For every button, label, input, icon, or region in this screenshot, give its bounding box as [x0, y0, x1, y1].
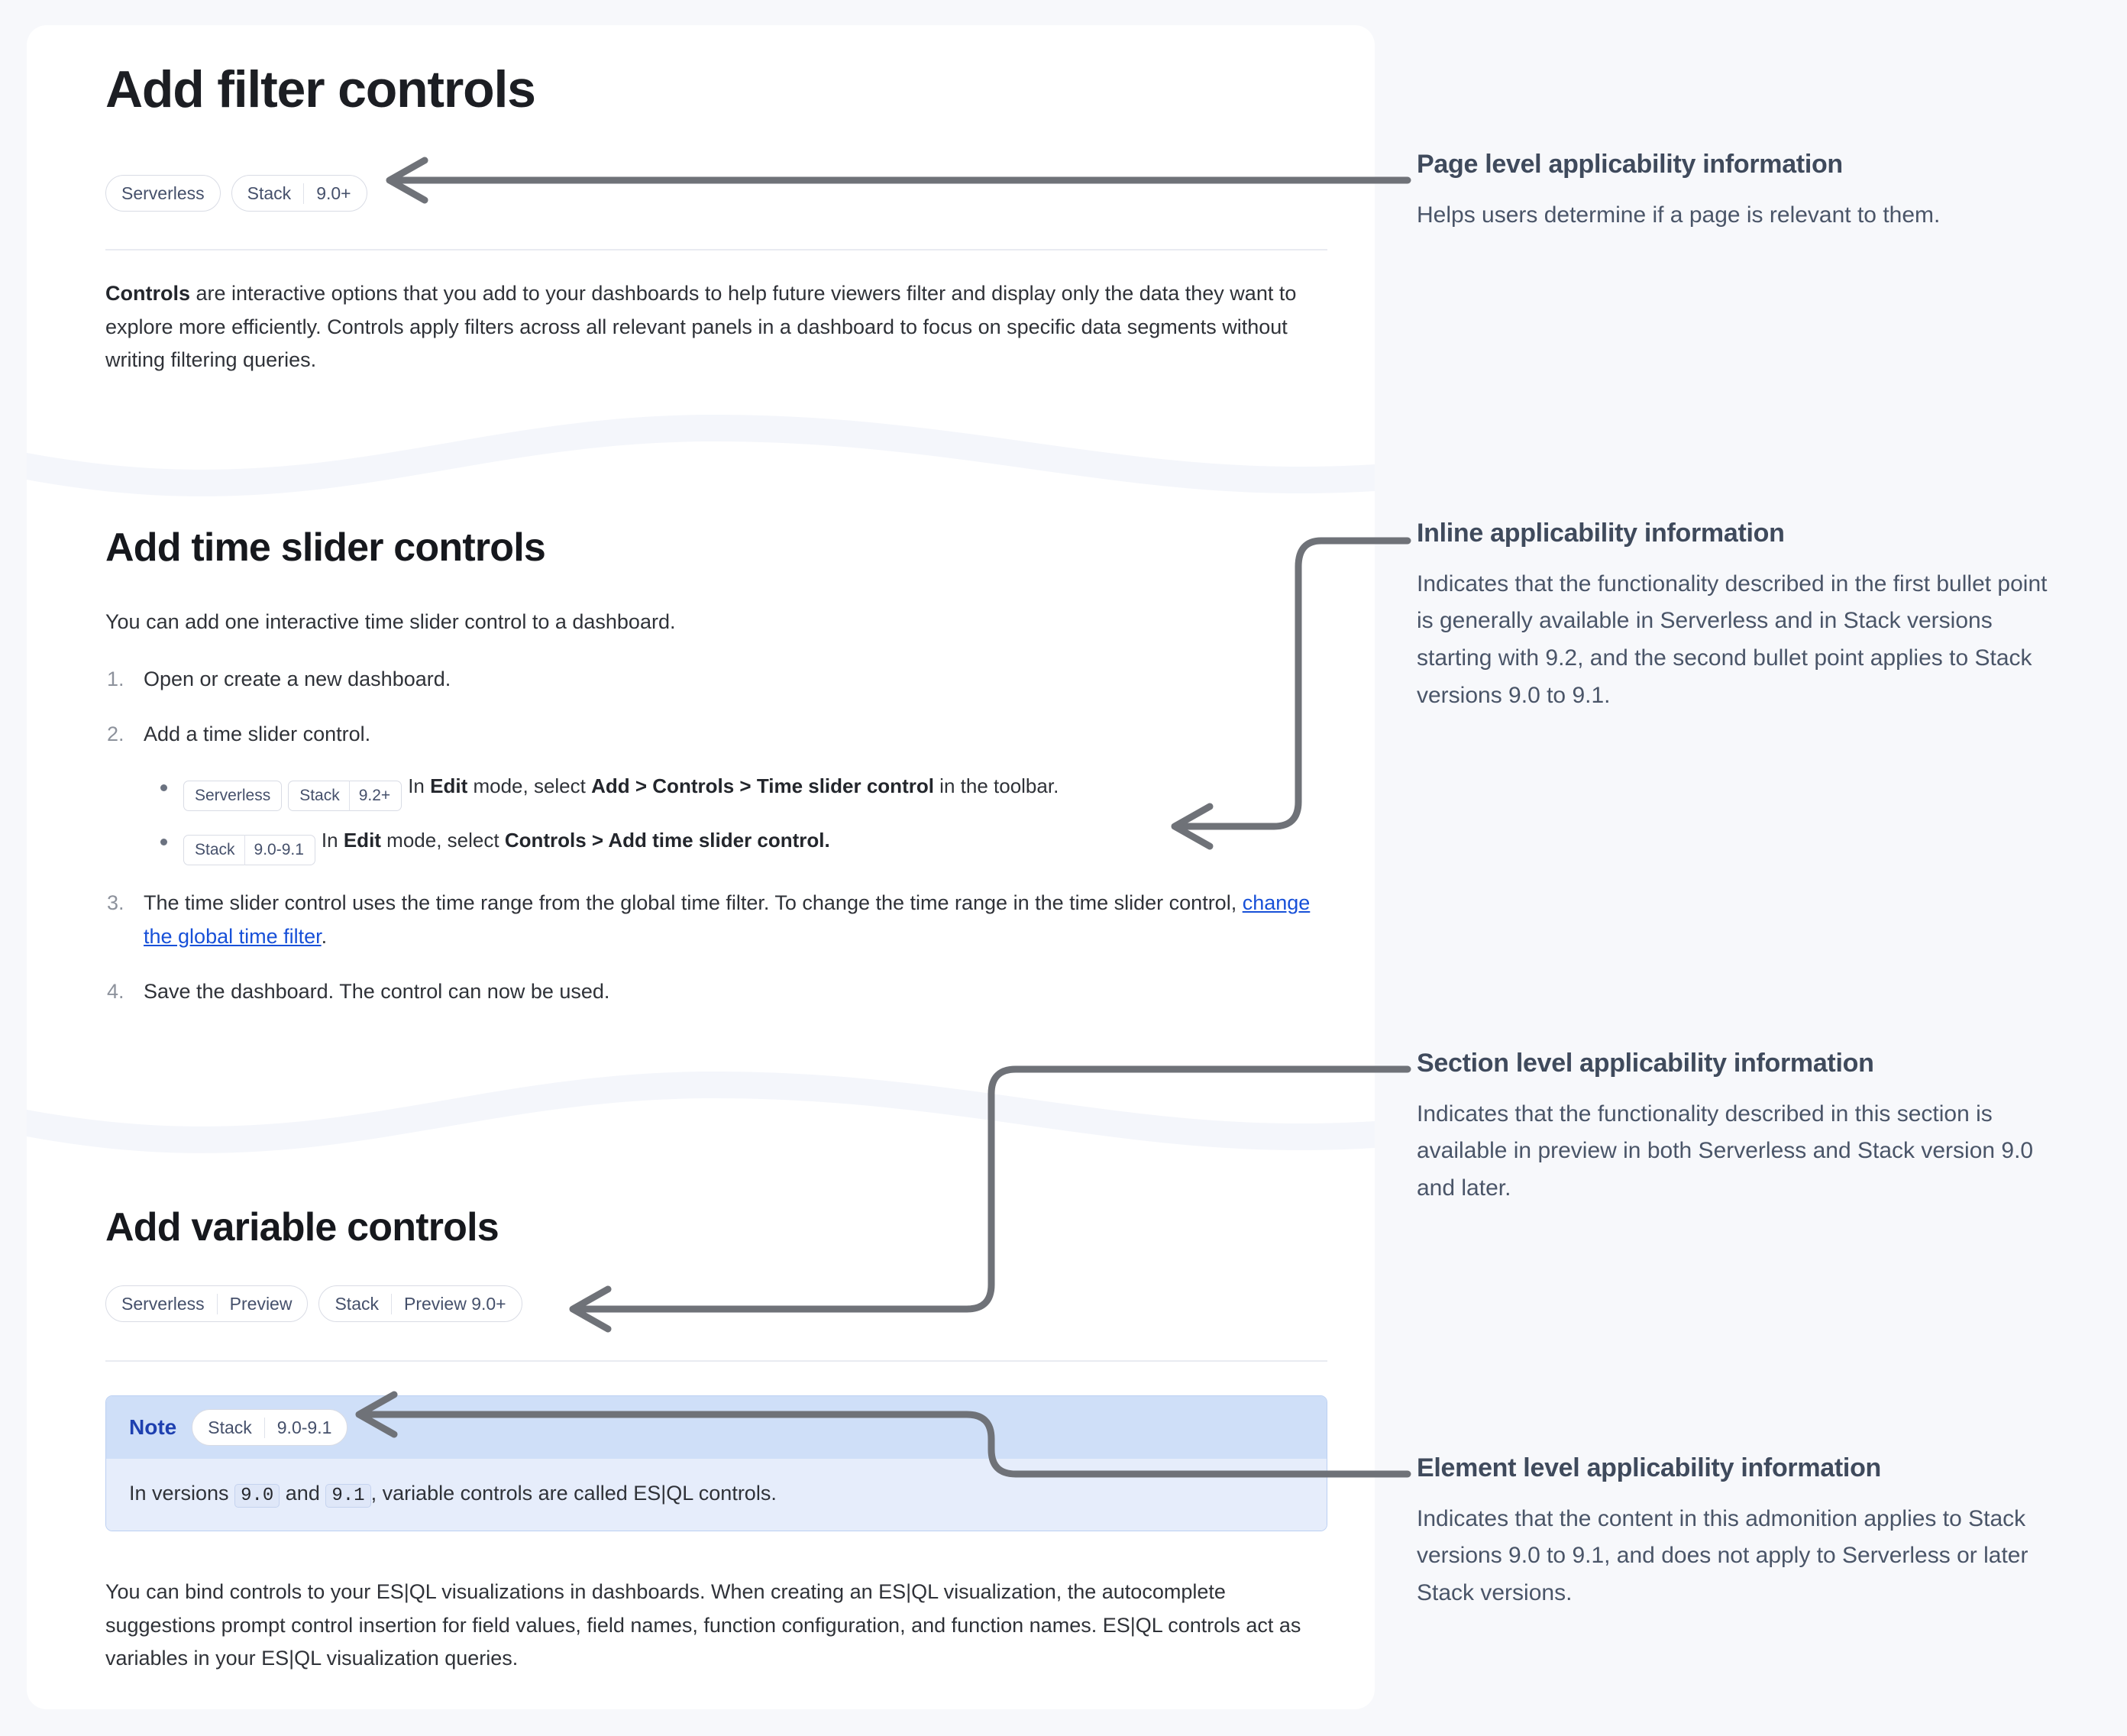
bullet-text-part: Add	[591, 774, 630, 798]
annotation-body: Indicates that the functionality describ…	[1417, 571, 2048, 708]
note-admonition-block: Note Stack 9.0-9.1 In versions 9.0 and 9…	[105, 1395, 1327, 1532]
badge-segment-version: 9.2+	[348, 781, 399, 812]
annotation-title: Element level applicability information	[1417, 1453, 1882, 1482]
annotation-title: Inline applicability information	[1417, 519, 1785, 548]
section-variable-divider	[105, 1360, 1327, 1362]
step-item: Open or create a new dashboard.	[107, 663, 1327, 697]
variable-controls-paragraph-block: You can bind controls to your ES|QL visu…	[105, 1576, 1327, 1676]
annotation-inline: Inline applicability information Indicat…	[1417, 518, 2058, 714]
bullet-text-part: Controls	[504, 829, 587, 852]
page-title-block: Add filter controls	[105, 60, 1327, 118]
time-slider-sub-bullets: Serverless Stack 9.2+ In Edit mode, sele…	[144, 768, 1327, 866]
version-code-91: 9.1	[325, 1484, 371, 1508]
bullet-text-part: Time slider control	[756, 774, 934, 798]
section-title-variable-controls: Add variable controls	[105, 1205, 499, 1249]
intro-paragraph-block: Controls are interactive options that yo…	[105, 277, 1327, 377]
page-applicability-badges: Serverless Stack 9.0+	[105, 175, 1327, 212]
bullet-text: In Edit mode, select Add > Controls > Ti…	[408, 774, 1059, 797]
step-text-after-link: .	[321, 925, 328, 949]
note-admonition: Note Stack 9.0-9.1 In versions 9.0 and 9…	[105, 1395, 1327, 1532]
global-time-filter-link[interactable]: change the global time filter	[144, 891, 1311, 949]
intro-paragraph: Controls are interactive options that yo…	[105, 277, 1327, 377]
section-applicability-badges: Serverless Preview Stack Preview 9.0+	[105, 1285, 1327, 1322]
section-title-time-slider: Add time slider controls	[105, 525, 546, 570]
bullet-text-part: In	[408, 774, 431, 798]
version-code-90: 9.0	[234, 1484, 280, 1508]
section-badge-stack[interactable]: Stack Preview 9.0+	[318, 1285, 522, 1322]
step-item: Save the dashboard. The control can now …	[107, 975, 1327, 1009]
bullet-text-part: mode, select	[380, 829, 505, 852]
note-badge-stack[interactable]: Stack 9.0-9.1	[192, 1409, 348, 1446]
annotation-body: Helps users determine if a page is relev…	[1417, 202, 1941, 228]
bullet-text-part: Add time slider control	[608, 829, 825, 852]
badge-segment-label: Stack	[335, 1293, 379, 1314]
annotation-title: Section level applicability information	[1417, 1049, 1874, 1078]
badge-segment-label: Serverless	[121, 1293, 205, 1314]
bullet-text-part: Edit	[343, 829, 381, 852]
step-text-before-link: The time slider control uses the time ra…	[144, 891, 1243, 915]
time-slider-steps: Open or create a new dashboard. Add a ti…	[105, 663, 1327, 1009]
badge-segment-label: Stack	[247, 183, 292, 203]
section-wave-divider-2	[27, 1072, 1375, 1178]
step-item: The time slider control uses the time ra…	[107, 887, 1327, 953]
badge-segment-label: Stack	[195, 841, 235, 859]
step-text: Save the dashboard. The control can now …	[144, 979, 610, 1003]
bullet-text-part: >	[629, 774, 653, 798]
bullet-text-part: >	[586, 829, 609, 852]
variable-controls-paragraph: You can bind controls to your ES|QL visu…	[105, 1580, 1301, 1670]
inline-badge-stack[interactable]: Stack 9.2+	[288, 781, 402, 812]
annotation-page-level: Page level applicability information Hel…	[1417, 149, 2058, 234]
annotation-section-level: Section level applicability information …	[1417, 1048, 2058, 1207]
page-badge-stack[interactable]: Stack 9.0+	[231, 175, 367, 212]
bullet-item-serverless-stack92: Serverless Stack 9.2+ In Edit mode, sele…	[160, 768, 1327, 812]
bullet-text-part: >	[734, 774, 757, 798]
inline-badge-serverless[interactable]: Serverless	[183, 781, 283, 812]
bullet-text: In Edit mode, select Controls > Add time…	[322, 829, 830, 852]
bullet-text-part: in the toolbar.	[933, 774, 1059, 798]
annotation-body: Indicates that the functionality describ…	[1417, 1101, 2034, 1201]
annotation-title: Page level applicability information	[1417, 150, 1843, 179]
section-lead-time-slider: You can add one interactive time slider …	[105, 610, 676, 633]
page-badge-serverless[interactable]: Serverless	[105, 175, 221, 212]
documentation-card: Add filter controls Serverless Stack 9.0…	[27, 25, 1375, 1709]
note-text-before: In versions	[129, 1482, 235, 1505]
annotation-element-level: Element level applicability information …	[1417, 1453, 2058, 1612]
section-variable-title-block: Add variable controls	[105, 1205, 1327, 1251]
step-item: Add a time slider control. Serverless St…	[107, 718, 1327, 866]
section-badge-serverless[interactable]: Serverless Preview	[105, 1285, 309, 1322]
time-slider-steps-block: Open or create a new dashboard. Add a ti…	[105, 663, 1327, 1030]
annotation-body: Indicates that the content in this admon…	[1417, 1505, 2028, 1605]
intro-lead-term: Controls	[105, 282, 190, 305]
inline-badge-stack-range[interactable]: Stack 9.0-9.1	[183, 835, 315, 866]
badge-segment-version: 9.0-9.1	[244, 835, 313, 866]
intro-rest: are interactive options that you add to …	[105, 282, 1297, 372]
section-time-slider-title-block: Add time slider controls	[105, 525, 1327, 571]
section-wave-divider-1	[27, 415, 1375, 522]
badge-segment-label: Stack	[299, 787, 340, 805]
bullet-text-part: In	[321, 829, 344, 852]
note-text-after: , variable controls are called ES|QL con…	[370, 1482, 777, 1505]
step-text: Open or create a new dashboard.	[144, 668, 451, 690]
note-label: Note	[129, 1415, 177, 1439]
badge-segment-lifecycle: Preview	[216, 1293, 305, 1314]
badge-segment-lifecycle-version: Preview 9.0+	[391, 1293, 519, 1314]
step-text: Add a time slider control.	[144, 722, 371, 745]
bullet-text-part: .	[824, 829, 830, 852]
badge-segment-label: Serverless	[121, 183, 205, 203]
bullet-item-stack9091: Stack 9.0-9.1 In Edit mode, select Contr…	[160, 822, 1327, 866]
bullet-text-part: Controls	[652, 774, 735, 798]
bullet-text-part: Edit	[430, 774, 468, 798]
section-time-slider-lead-block: You can add one interactive time slider …	[105, 606, 1327, 639]
page-title-divider	[105, 249, 1327, 251]
bullet-text-part: mode, select	[467, 774, 592, 798]
note-admonition-header: Note Stack 9.0-9.1	[106, 1396, 1327, 1459]
badge-segment-version: 9.0+	[303, 183, 363, 204]
note-text-mid: and	[280, 1482, 326, 1505]
page-title: Add filter controls	[105, 60, 536, 118]
badge-segment-version: 9.0-9.1	[263, 1417, 344, 1438]
badge-segment-label: Stack	[208, 1417, 252, 1437]
note-admonition-body: In versions 9.0 and 9.1, variable contro…	[106, 1459, 1327, 1531]
badge-segment-label: Serverless	[195, 787, 271, 805]
